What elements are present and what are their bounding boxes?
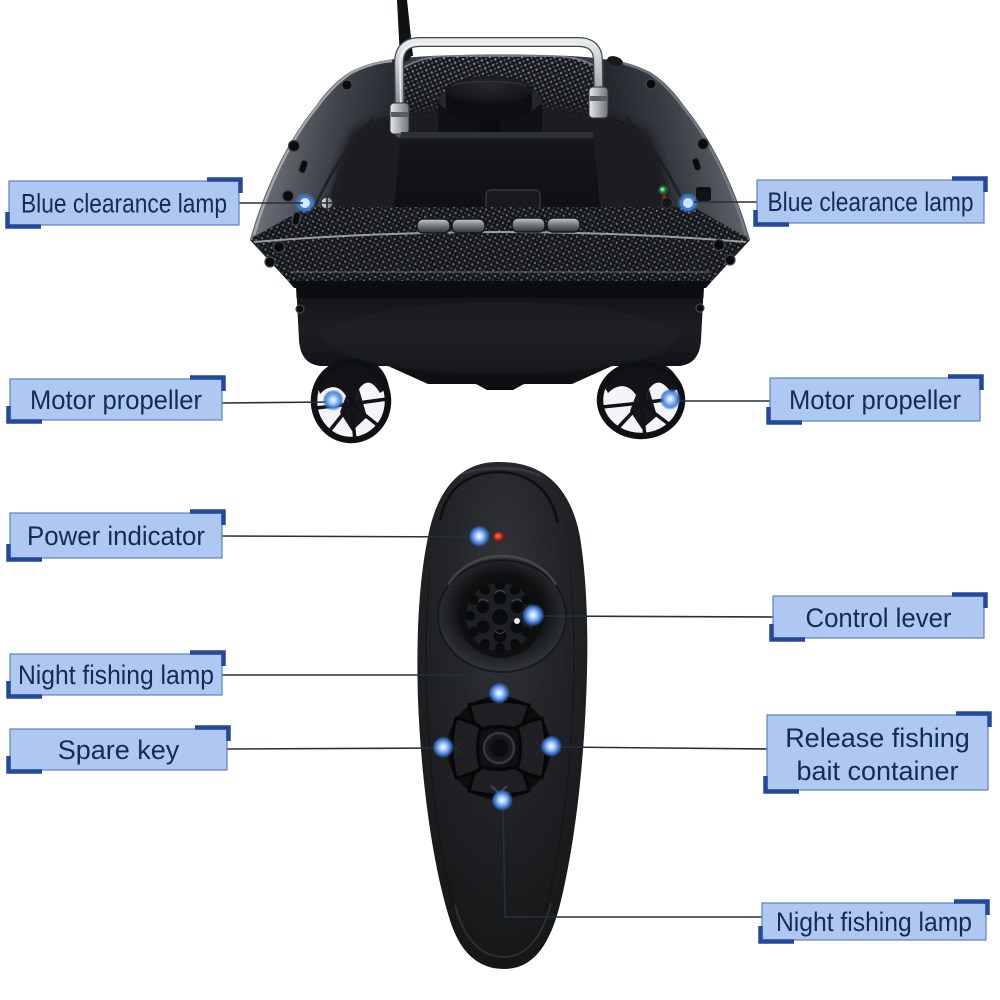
svg-text:Night fishing lamp: Night fishing lamp: [776, 907, 972, 937]
svg-text:Control lever: Control lever: [806, 603, 952, 633]
svg-text:Spare key: Spare key: [58, 735, 180, 765]
svg-text:Motor propeller: Motor propeller: [789, 385, 961, 415]
svg-text:Power indicator: Power indicator: [27, 521, 205, 551]
svg-text:Release fishing: Release fishing: [785, 723, 970, 753]
svg-text:Blue clearance lamp: Blue clearance lamp: [21, 189, 227, 219]
svg-text:Night fishing lamp: Night fishing lamp: [18, 660, 214, 690]
svg-text:Blue clearance lamp: Blue clearance lamp: [768, 187, 974, 217]
svg-text:bait container: bait container: [796, 756, 958, 786]
svg-text:Motor propeller: Motor propeller: [30, 385, 202, 415]
